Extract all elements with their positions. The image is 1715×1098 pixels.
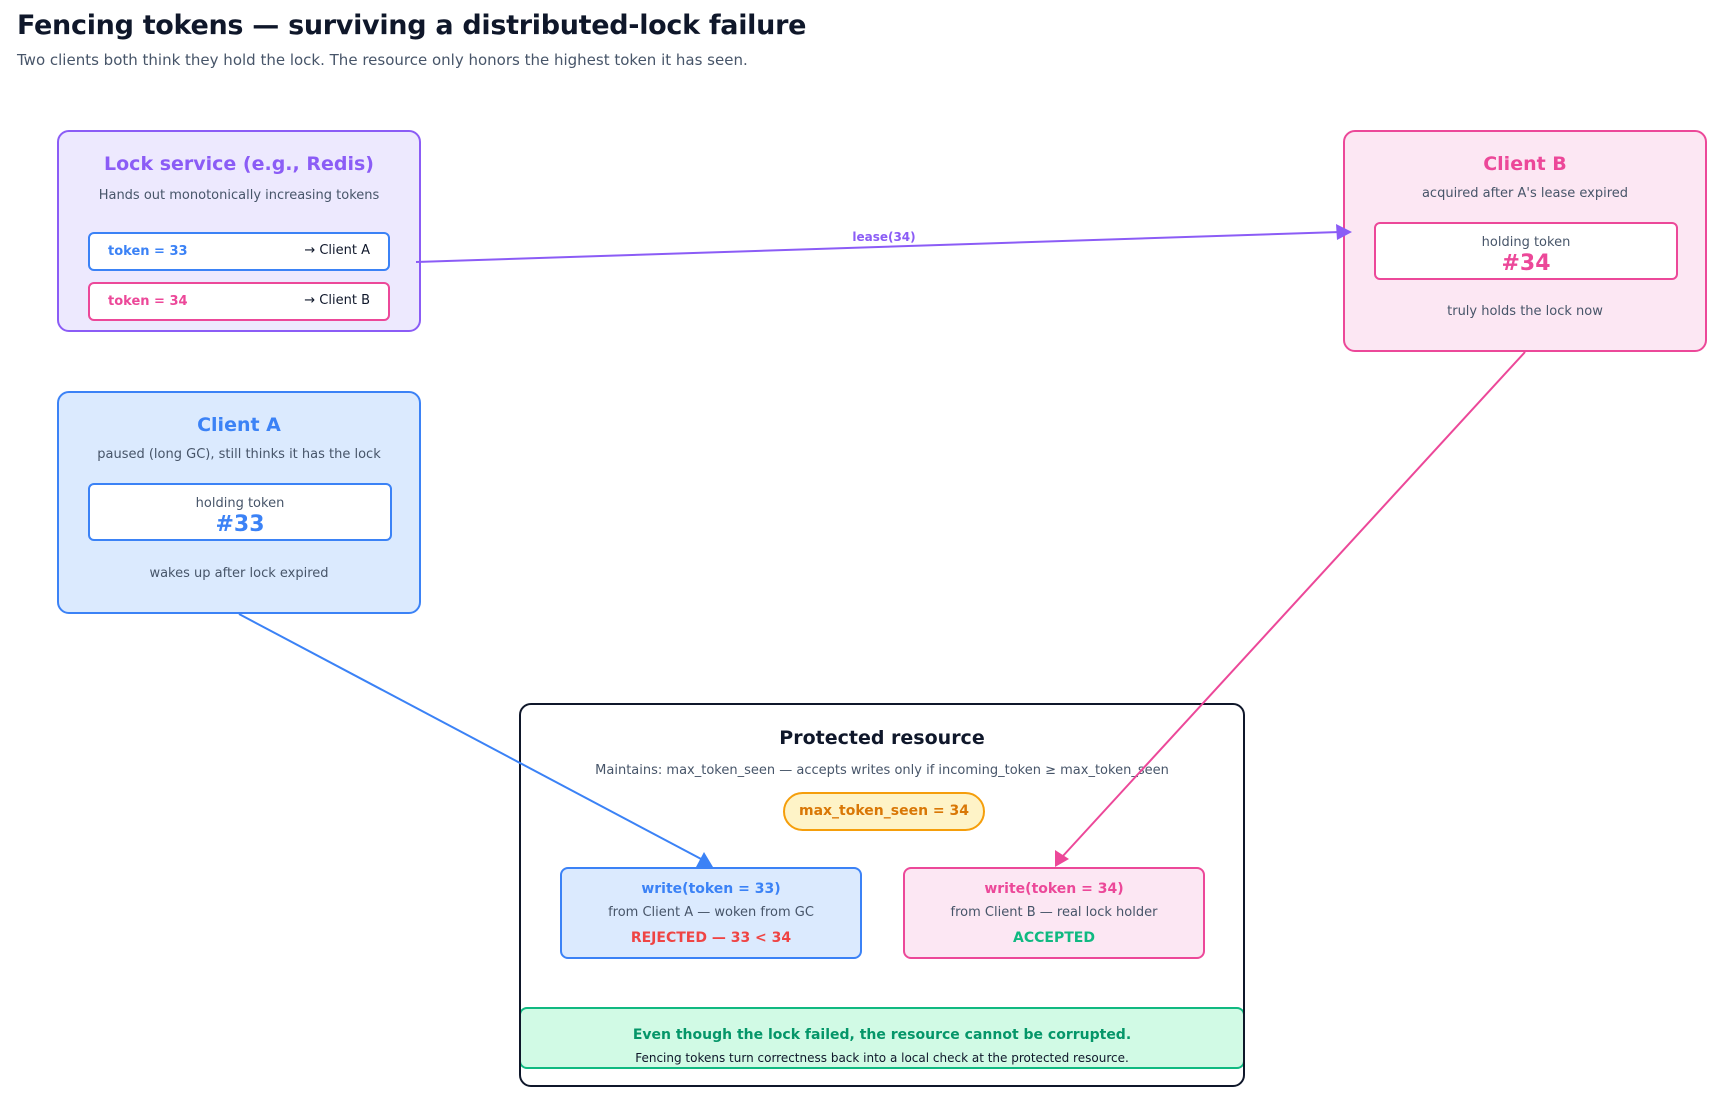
safety-banner: Even though the lock failed, the resourc… bbox=[521, 1007, 1243, 1069]
lock-service-subtitle: Hands out monotonically increasing token… bbox=[98, 188, 380, 203]
token-row-33-target: → Client A bbox=[304, 243, 370, 258]
client-a-holding-label: holding token bbox=[195, 496, 285, 511]
lease-arrow-line bbox=[415, 231, 1341, 263]
resource-subtitle: Maintains: max_token_seen — accepts writ… bbox=[595, 763, 1169, 778]
write-b-title: write(token = 34) bbox=[984, 881, 1124, 897]
client-b-subtitle: acquired after A's lease expired bbox=[1421, 186, 1629, 201]
token-row-33-token: token = 33 bbox=[108, 244, 188, 259]
client-b-holding-value: #34 bbox=[1501, 251, 1551, 276]
write-b-status: ACCEPTED bbox=[1013, 930, 1095, 946]
client-b-holding-label: holding token bbox=[1481, 235, 1571, 250]
client-a-subtitle: paused (long GC), still thinks it has th… bbox=[97, 447, 381, 462]
client-a-holding-card: holding token #33 bbox=[88, 483, 392, 541]
banner-title: Even though the lock failed, the resourc… bbox=[632, 1027, 1132, 1043]
write-b-source: from Client B — real lock holder bbox=[950, 905, 1158, 920]
protected-resource-box: Protected resource Maintains: max_token_… bbox=[519, 703, 1245, 1087]
token-row-33: token = 33 → Client A bbox=[88, 232, 390, 271]
lock-service-box: Lock service (e.g., Redis) Hands out mon… bbox=[57, 130, 421, 332]
page-subtitle: Two clients both think they hold the loc… bbox=[17, 51, 748, 69]
lock-service-title: Lock service (e.g., Redis) bbox=[104, 153, 374, 175]
write-token-34-card: write(token = 34) from Client B — real l… bbox=[903, 867, 1205, 959]
client-b-holding-card: holding token #34 bbox=[1374, 222, 1678, 280]
client-b-title: Client B bbox=[1483, 153, 1567, 175]
client-a-note: wakes up after lock expired bbox=[149, 566, 329, 581]
token-row-34: token = 34 → Client B bbox=[88, 282, 390, 321]
write-token-33-card: write(token = 33) from Client A — woken … bbox=[560, 867, 862, 959]
write-a-title: write(token = 33) bbox=[641, 881, 781, 897]
banner-subtitle: Fencing tokens turn correctness back int… bbox=[635, 1051, 1129, 1065]
client-a-holding-value: #33 bbox=[215, 512, 265, 537]
write-a-status: REJECTED — 33 < 34 bbox=[630, 930, 792, 946]
write-a-source: from Client A — woken from GC bbox=[608, 905, 814, 920]
token-row-34-target: → Client B bbox=[304, 293, 370, 308]
client-a-box: Client A paused (long GC), still thinks … bbox=[57, 391, 421, 614]
resource-title: Protected resource bbox=[779, 727, 985, 749]
lease-arrow-label: lease(34) bbox=[852, 230, 915, 244]
max-token-badge: max_token_seen = 34 bbox=[783, 792, 985, 831]
client-b-box: Client B acquired after A's lease expire… bbox=[1343, 130, 1707, 352]
token-row-34-token: token = 34 bbox=[108, 294, 188, 309]
client-b-note: truly holds the lock now bbox=[1447, 304, 1603, 319]
page-title: Fencing tokens — surviving a distributed… bbox=[17, 10, 807, 41]
client-a-title: Client A bbox=[197, 414, 281, 436]
